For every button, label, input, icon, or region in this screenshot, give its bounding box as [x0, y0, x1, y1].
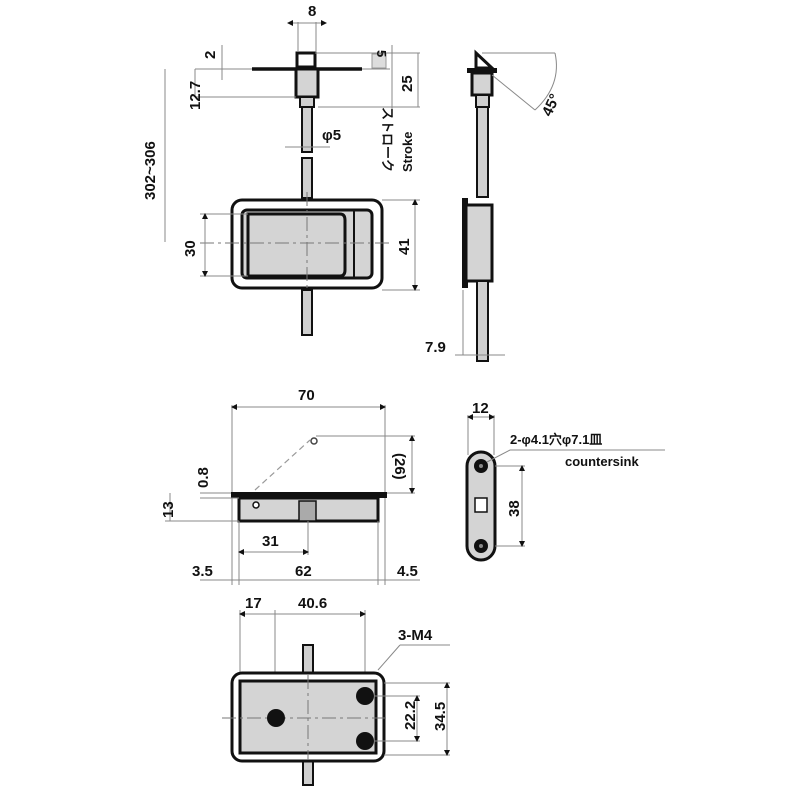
front-view: 8 2 12.7 302~306 φ5 5 25 ストローク Stroke 30 — [142, 3, 420, 336]
end-view: 12 2-φ4.1穴φ7.1皿 countersink 38 — [465, 400, 665, 562]
rear-inner — [238, 679, 378, 755]
dim-rod-length: 302~306 — [142, 141, 159, 200]
mount-hole-3 — [356, 732, 374, 750]
dim-end-width: 12 — [472, 400, 489, 417]
side-view: 45° 7.9 — [425, 49, 564, 362]
dim-hole-spacing-x: 40.6 — [298, 595, 327, 612]
flange — [231, 492, 387, 498]
hole-note-en: countersink — [565, 454, 639, 469]
dim-hole-pitch: 38 — [506, 500, 523, 517]
dim-lever-height: (26) — [391, 453, 408, 480]
thread-note: 3-M4 — [398, 627, 433, 644]
dim-right-margin: 4.5 — [397, 563, 418, 580]
dim-handle-inner: 30 — [182, 240, 199, 257]
dim-center-offset: 31 — [262, 533, 279, 550]
dim-head-height: 12.7 — [187, 81, 204, 110]
dim-body-length: 62 — [295, 563, 312, 580]
dim-angle: 45° — [539, 91, 564, 119]
dim-hole-spacing-y: 22.2 — [402, 701, 419, 730]
hole-note: 2-φ4.1穴φ7.1皿 — [510, 432, 602, 447]
dim-plate-thickness: 2 — [202, 51, 219, 59]
dim-flange-thickness: 0.8 — [195, 467, 212, 488]
stroke-label-jp: ストローク — [380, 107, 395, 172]
stroke-label-en: Stroke — [400, 132, 415, 172]
dim-stroke-small: 5 — [374, 50, 389, 57]
rod-cap — [295, 51, 317, 69]
rod-head — [294, 67, 320, 99]
rear-view: 17 40.6 3-M4 22.2 34.5 — [222, 595, 450, 786]
dim-body-height: 34.5 — [432, 702, 449, 731]
rod-upper — [301, 106, 313, 153]
dim-offset-left: 17 — [245, 595, 262, 612]
mount-hole-2 — [356, 687, 374, 705]
dim-overall-length: 70 — [298, 387, 315, 404]
mount-hole-1 — [267, 709, 285, 727]
dim-top-width: 8 — [308, 3, 316, 20]
dim-stroke-total: 25 — [399, 75, 416, 92]
dim-handle-outer: 41 — [396, 238, 413, 255]
dim-body-depth: 13 — [160, 501, 177, 518]
dim-left-margin: 3.5 — [192, 563, 213, 580]
dim-bottom-offset: 7.9 — [425, 339, 446, 356]
rod-lower — [301, 289, 313, 336]
section-view: 70 (26) 0.8 13 31 3.5 62 4.5 — [160, 387, 420, 585]
dim-rod-diameter: φ5 — [322, 127, 341, 144]
